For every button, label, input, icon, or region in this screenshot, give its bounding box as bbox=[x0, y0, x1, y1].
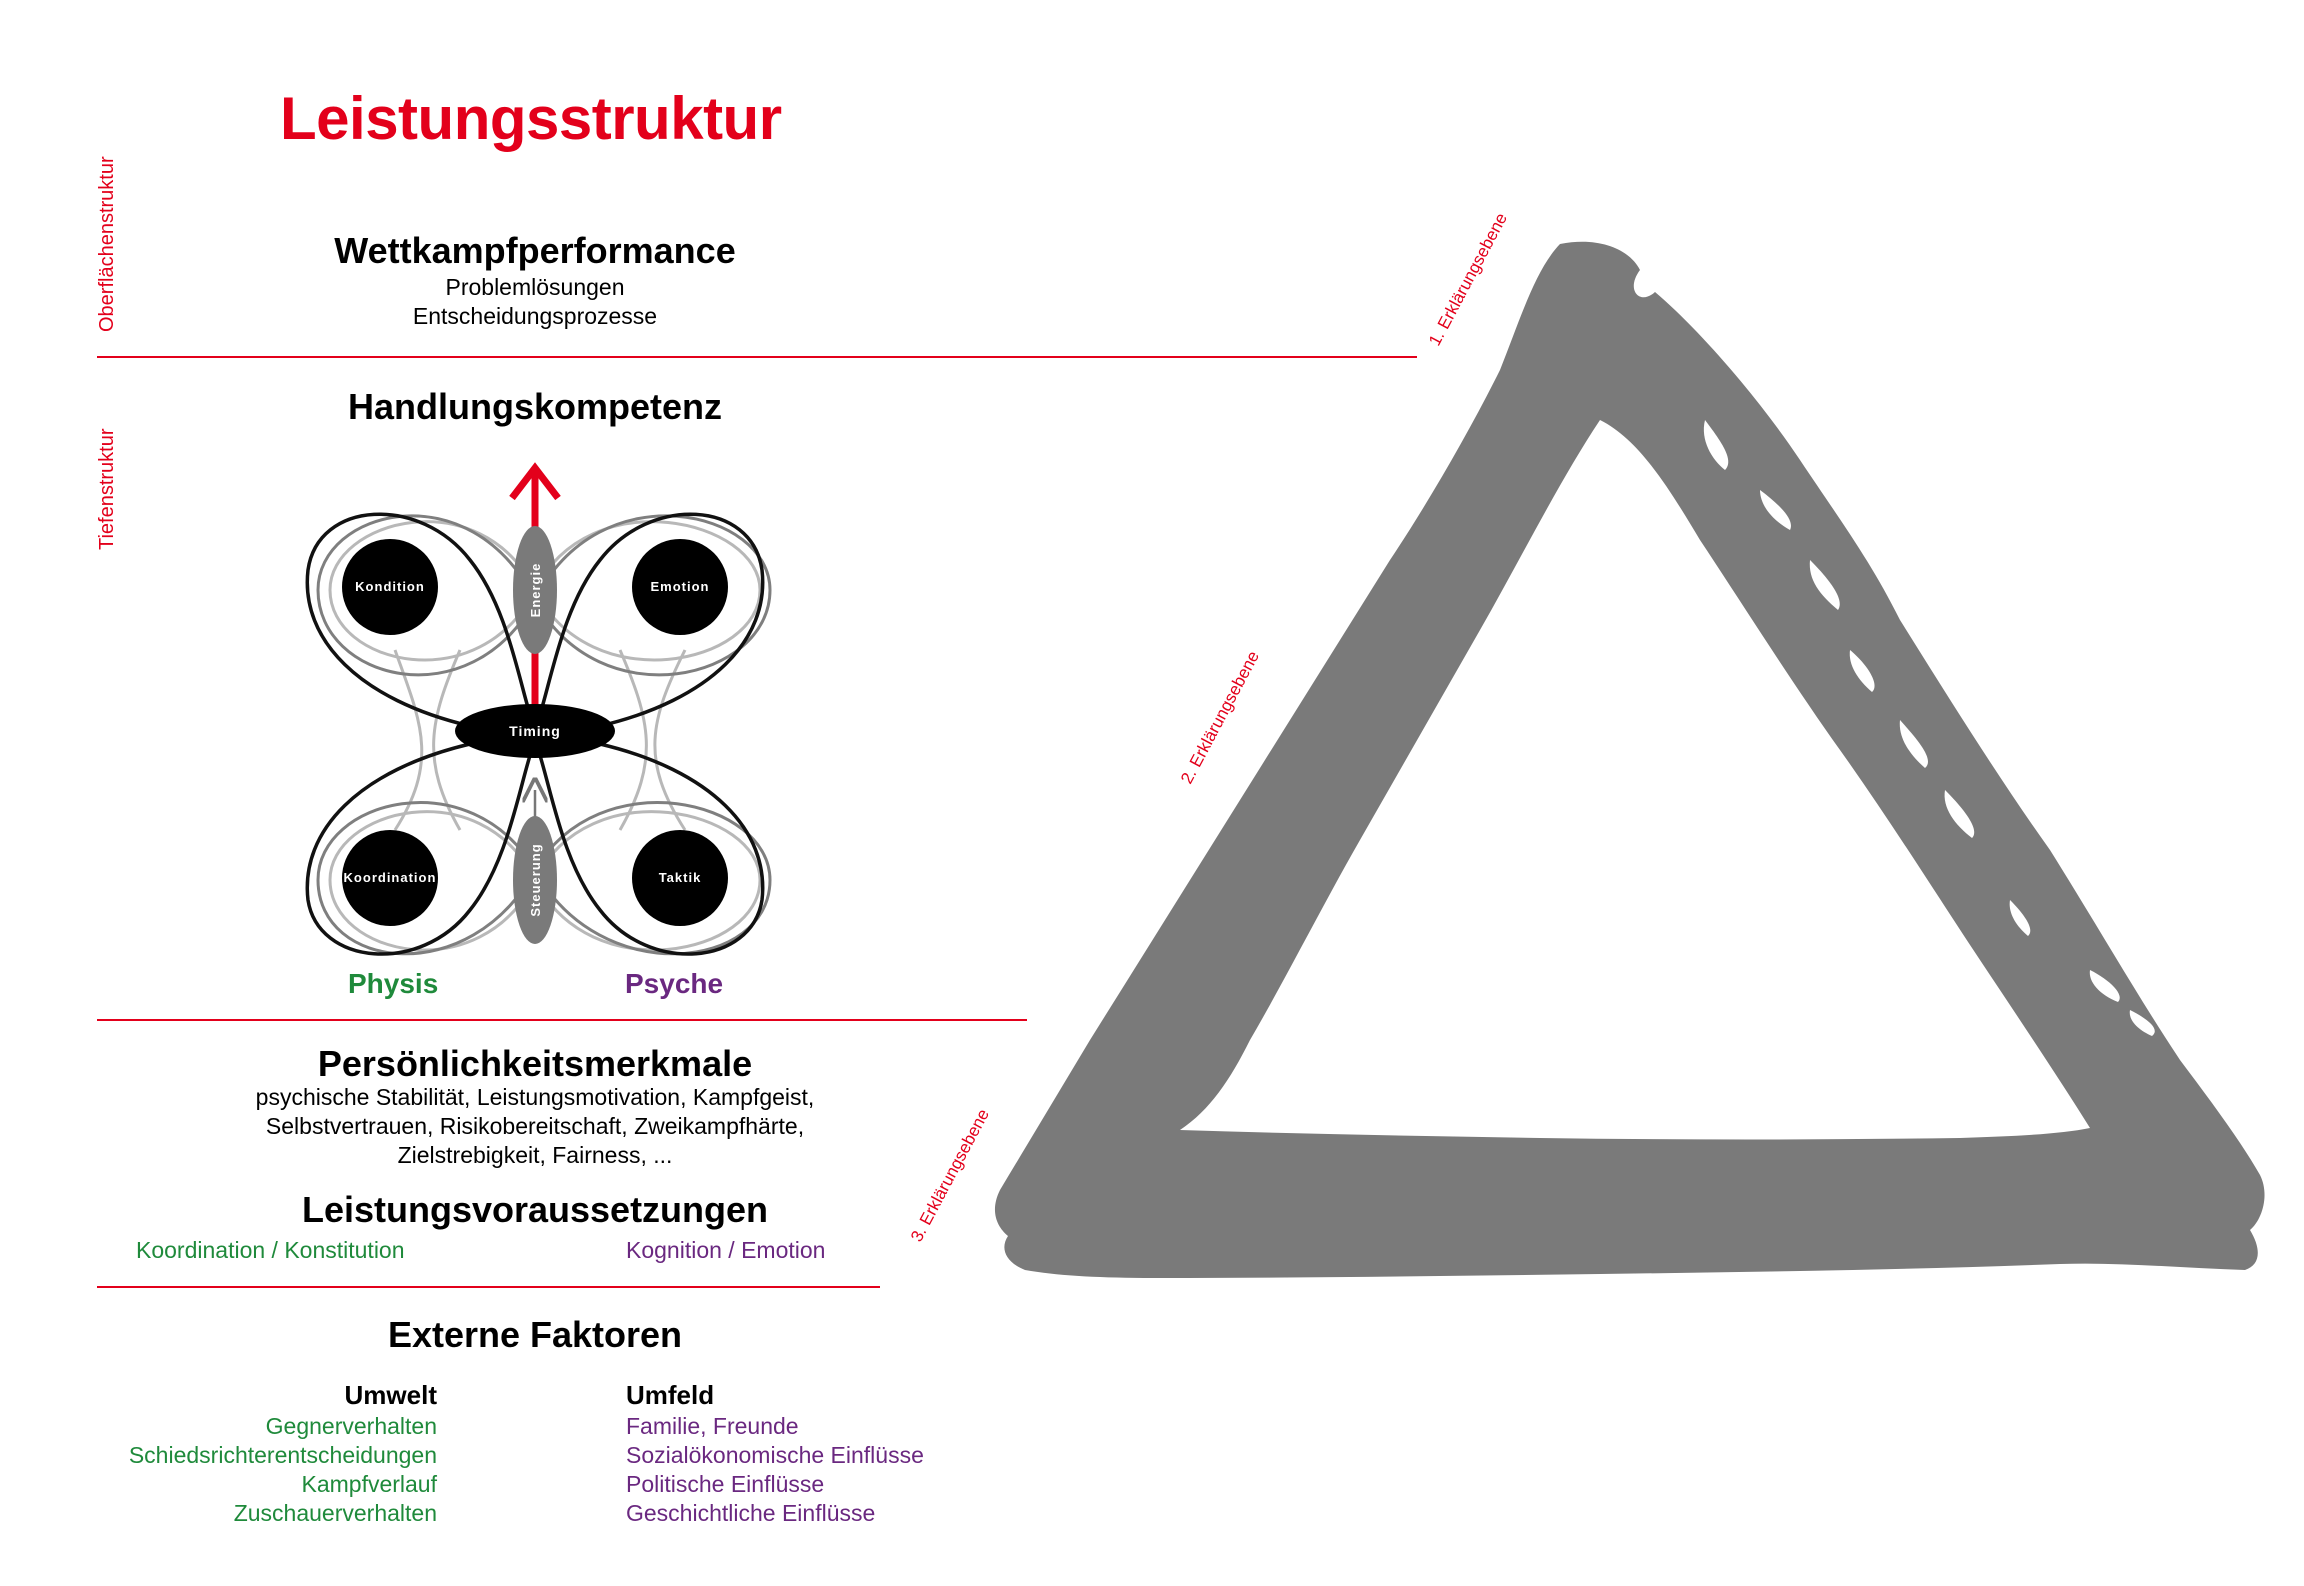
umwelt-heading: Umwelt bbox=[344, 1380, 437, 1410]
loop-mid-tr bbox=[533, 514, 772, 677]
voraussetzungen-left: Koordination / Konstitution bbox=[136, 1237, 405, 1263]
loop-light-br bbox=[533, 810, 762, 952]
petal-br bbox=[533, 739, 765, 956]
emotion-label: Emotion bbox=[651, 579, 710, 594]
petal-bl bbox=[305, 739, 537, 956]
emotion-circle bbox=[632, 539, 728, 635]
wettkampf-line-1: Problemlösungen bbox=[445, 274, 625, 300]
wettkampf-line-2: Entscheidungsprozesse bbox=[412, 303, 658, 329]
kondition-circle bbox=[342, 539, 438, 635]
koordination-label: Koordination bbox=[344, 870, 437, 885]
loop-mid-br bbox=[533, 801, 772, 956]
umwelt-item: Zuschauerverhalten bbox=[233, 1500, 437, 1526]
steuerung-ellipse bbox=[513, 816, 557, 944]
persoenlichkeit-heading: Persönlichkeitsmerkmale bbox=[317, 1043, 753, 1084]
timing-label: Timing bbox=[509, 723, 561, 739]
steuerung-label: Steuerung bbox=[528, 843, 543, 916]
physis-label: Physis bbox=[348, 968, 439, 999]
umwelt-list: Umwelt Gegnerverhalten Schiedsrichterent… bbox=[96, 1378, 437, 1528]
loop-light-bl bbox=[328, 810, 537, 952]
divider-voraussetzungen bbox=[97, 1286, 880, 1288]
umfeld-item: Familie, Freunde bbox=[626, 1413, 799, 1439]
handlung-heading: Handlungskompetenz bbox=[347, 386, 723, 427]
umwelt-item: Gegnerverhalten bbox=[265, 1413, 437, 1439]
energy-arrow-head bbox=[509, 462, 561, 501]
petal-tr bbox=[533, 512, 765, 731]
umfeld-item: Sozialökonomische Einflüsse bbox=[626, 1442, 924, 1468]
divider-surface bbox=[97, 356, 1417, 358]
energie-label: Energie bbox=[528, 563, 543, 618]
psyche-label: Psyche bbox=[625, 968, 724, 999]
umwelt-item: Kampfverlauf bbox=[301, 1471, 437, 1497]
voraussetzungen-heading: Leistungsvoraussetzungen bbox=[301, 1189, 769, 1230]
umwelt-item: Schiedsrichterentscheidungen bbox=[128, 1442, 437, 1468]
triangle-streaks bbox=[1703, 420, 2155, 1036]
wettkampf-heading: Wettkampfperformance bbox=[334, 230, 736, 271]
kondition-label: Kondition bbox=[355, 579, 425, 594]
triangle-shape bbox=[994, 241, 2265, 1279]
divider-handlung bbox=[97, 1019, 1027, 1021]
voraussetzungen-right: Kognition / Emotion bbox=[626, 1237, 826, 1263]
timing-ellipse bbox=[455, 704, 615, 758]
loop-mid-tl bbox=[316, 514, 537, 677]
handlungskompetenz-diagram: Kondition Emotion Koordination Taktik Ti… bbox=[305, 462, 772, 956]
taktik-label: Taktik bbox=[659, 870, 702, 885]
umfeld-item: Politische Einflüsse bbox=[626, 1471, 825, 1497]
petal-tl bbox=[305, 512, 537, 731]
extern-heading: Externe Faktoren bbox=[387, 1314, 683, 1355]
persoenlichkeit-line-2: Selbstvertrauen, Risikobereitschaft, Zwe… bbox=[265, 1113, 805, 1139]
page-title: Leistungsstruktur bbox=[280, 85, 782, 152]
persoenlichkeit-line-1: psychische Stabilität, Leistungsmotivati… bbox=[255, 1084, 815, 1110]
persoenlichkeit-line-3: Zielstrebigkeit, Fairness, ... bbox=[397, 1142, 673, 1168]
energie-ellipse bbox=[513, 526, 557, 654]
umfeld-item: Geschichtliche Einflüsse bbox=[626, 1500, 876, 1526]
loop-mid-bl bbox=[316, 801, 537, 956]
umfeld-list: Umfeld Familie, Freunde Sozialökonomisch… bbox=[626, 1378, 924, 1528]
taktik-circle bbox=[632, 830, 728, 926]
umfeld-heading: Umfeld bbox=[626, 1380, 715, 1410]
koordination-circle bbox=[342, 830, 438, 926]
